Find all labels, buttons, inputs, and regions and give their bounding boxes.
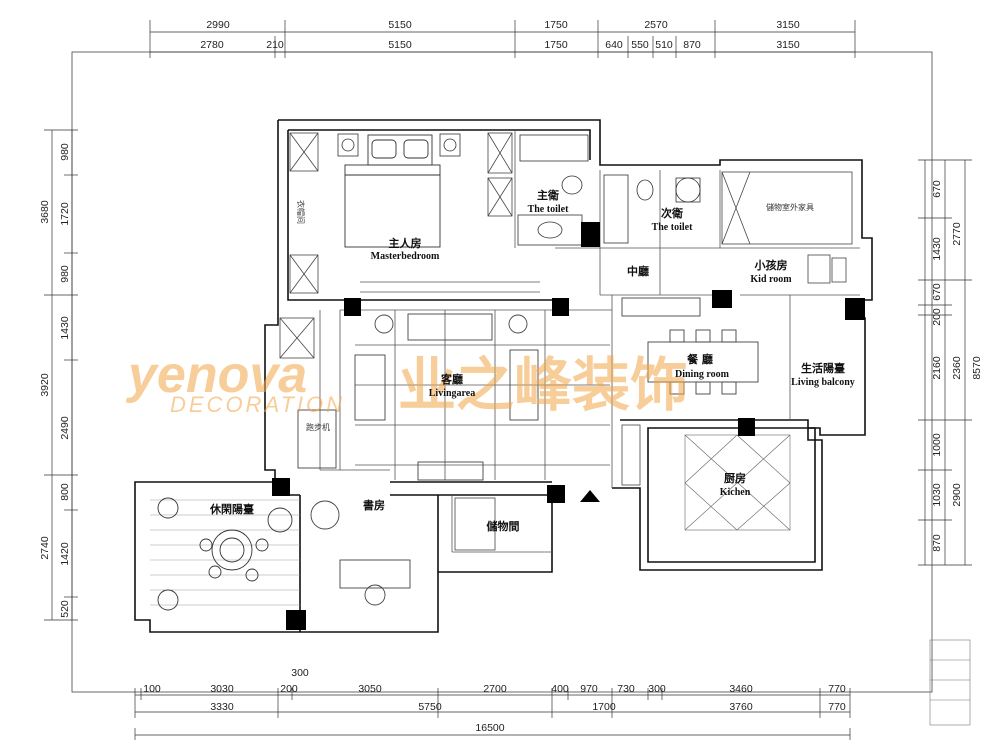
kid-room-furniture — [721, 171, 853, 284]
dim-left-inner-4: 2490 — [59, 416, 71, 440]
room-study-cn: 書房 — [363, 498, 385, 512]
dim-right-inner-0: 670 — [931, 180, 943, 198]
room-storage-cn: 儲物間 — [486, 519, 520, 533]
living-furniture — [354, 313, 539, 481]
title-block — [929, 639, 971, 726]
dim-bottom2-0: 3330 — [210, 701, 234, 713]
dim-bottom1-4: 2700 — [483, 683, 507, 695]
dim-bottom1-0: 100 — [143, 683, 161, 695]
room-labels: 主人房 Masterbedroom 主衛 The toilet 次衛 The t… — [209, 188, 855, 533]
room-dining-en: Dining room — [675, 369, 730, 380]
dim-bottom2-1: 5750 — [418, 701, 442, 713]
dim-top1-4: 3150 — [776, 19, 800, 31]
dim-bottom1-9: 3460 — [729, 683, 753, 695]
room-living-balcony-en: Living balcony — [791, 377, 855, 388]
dim-top2-3: 1750 — [544, 39, 568, 51]
watermark-brand: yenova — [125, 346, 307, 404]
dim-top1-3: 2570 — [644, 19, 668, 31]
dim-top2-7: 870 — [683, 39, 701, 51]
dim-bottom-total: 16500 — [475, 722, 504, 734]
room-master-toilet-en: The toilet — [528, 204, 569, 215]
dim-right-inner-6: 1030 — [931, 483, 943, 507]
dim-bottom1-8: 300 — [648, 683, 666, 695]
dim-right-inner-2: 670 — [931, 283, 943, 301]
dim-left-outer-1: 3920 — [39, 373, 51, 397]
dim-left-inner-0: 980 — [59, 143, 71, 161]
toilet-fixtures — [517, 134, 701, 246]
dim-top1-2: 1750 — [544, 19, 568, 31]
dim-right-inner-3: 200 — [931, 308, 943, 326]
dim-right-mid-0: 2770 — [951, 222, 963, 246]
room-kid-room-cn: 小孩房 — [754, 258, 788, 272]
dim-left-inner-3: 1430 — [59, 316, 71, 340]
room-second-toilet-cn: 次衛 — [661, 206, 683, 220]
dim-bottom1-10: 770 — [828, 683, 846, 695]
study-furniture — [297, 409, 411, 606]
dim-top2-6: 510 — [655, 39, 673, 51]
kitchen-tile-pattern — [684, 434, 791, 531]
dim-bottom1-3: 3050 — [358, 683, 382, 695]
dining-furniture — [621, 297, 759, 395]
dim-right-mid-1: 2360 — [951, 356, 963, 380]
walls — [134, 119, 873, 633]
dimension-lines — [44, 20, 972, 740]
room-living-area-cn: 客廳 — [440, 372, 463, 386]
dim-bottom-extra: 300 — [291, 667, 309, 679]
dim-left-inner-5: 800 — [59, 483, 71, 501]
dim-bottom1-6: 970 — [580, 683, 598, 695]
dim-left-inner-1: 1720 — [59, 202, 71, 226]
balcony-plants — [157, 497, 293, 611]
dim-right-inner-5: 1000 — [931, 433, 943, 457]
dim-left-outer-0: 3680 — [39, 200, 51, 224]
dim-top1-1: 5150 — [388, 19, 412, 31]
dim-left-inner-6: 1420 — [59, 542, 71, 566]
dim-top1-0: 2990 — [206, 19, 230, 31]
room-dining-cn: 餐 廳 — [686, 352, 713, 366]
dim-left-inner-2: 980 — [59, 265, 71, 283]
structural-columns — [272, 222, 865, 630]
room-master-toilet-cn: 主衛 — [537, 188, 559, 202]
dim-top2-5: 550 — [631, 39, 649, 51]
room-hallway-cn: 中廳 — [627, 264, 649, 278]
room-living-balcony-cn: 生活陽臺 — [801, 361, 845, 375]
dim-bottom2-2: 1700 — [592, 701, 616, 713]
dim-bottom2-4: 770 — [828, 701, 846, 713]
wardrobes — [279, 132, 641, 551]
dim-bottom1-2: 200 — [280, 683, 298, 695]
dim-top2-1: 210 — [266, 39, 284, 51]
room-kid-room-en: Kid room — [750, 274, 792, 285]
dim-bottom2-3: 3760 — [729, 701, 753, 713]
dim-left-inner-7: 520 — [59, 600, 71, 618]
wardrobe-label: 衣帽间 — [296, 200, 306, 224]
room-living-area-en: Livingarea — [429, 388, 475, 399]
kid-furniture-label: 儲物室外家具 — [766, 202, 814, 212]
dim-top2-2: 5150 — [388, 39, 412, 51]
room-master-bedroom-cn: 主人房 — [389, 236, 422, 250]
watermark-chinese: 业之峰装饰 — [398, 351, 688, 419]
dim-right-inner-7: 870 — [931, 534, 943, 552]
dim-right-mid-2: 2900 — [951, 483, 963, 507]
dim-right-outer: 8570 — [971, 356, 983, 380]
dim-right-inner-4: 2160 — [931, 356, 943, 380]
dim-left-outer-2: 2740 — [39, 536, 51, 560]
dim-top2-4: 640 — [605, 39, 623, 51]
interior-lines — [319, 130, 860, 553]
dim-top2-0: 2780 — [200, 39, 224, 51]
dim-top2-8: 3150 — [776, 39, 800, 51]
room-kitchen-cn: 厨房 — [724, 471, 746, 485]
dim-bottom1-5: 400 — [551, 683, 569, 695]
watermark-sub: DECORATION — [170, 392, 345, 417]
room-second-toilet-en: The toilet — [652, 222, 693, 233]
treadmill-label: 跑步机 — [306, 422, 330, 432]
dim-right-inner-1: 1430 — [931, 237, 943, 261]
room-kitchen-en: Kichen — [720, 487, 751, 498]
dim-bottom1-1: 3030 — [210, 683, 234, 695]
north-arrow-icon — [580, 490, 600, 502]
dim-bottom1-7: 730 — [617, 683, 635, 695]
room-master-bedroom-en: Masterbedroom — [371, 251, 440, 262]
nightstands — [337, 133, 461, 157]
room-leisure-balcony-cn: 休閑陽臺 — [209, 502, 254, 516]
master-bed — [344, 134, 441, 248]
